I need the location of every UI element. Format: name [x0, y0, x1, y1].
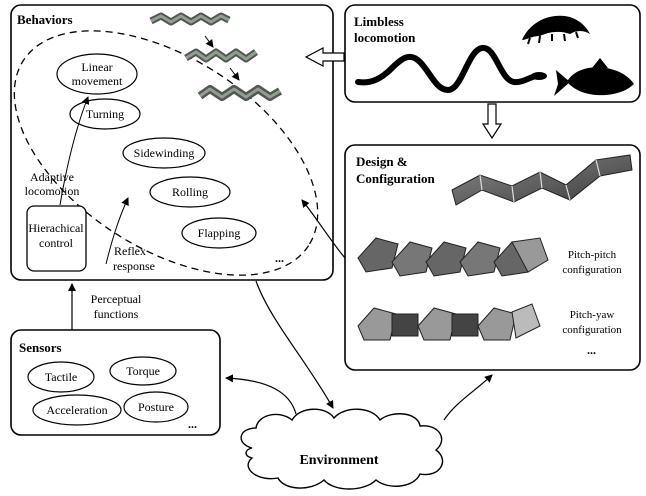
behaviors-to-environment-arrow [255, 280, 334, 409]
behaviors-title: Behaviors [17, 12, 73, 27]
reflex-arrow [105, 197, 129, 265]
behavior-flapping: Flapping [181, 217, 257, 249]
snake-robot-image-1 [149, 12, 231, 26]
sensor-acceleration: Acceleration [32, 394, 122, 426]
snake-silhouette [355, 45, 547, 94]
fish-silhouette [554, 58, 634, 96]
sensor-tactile: Tactile [27, 361, 95, 393]
sensors-title: Sensors [19, 340, 62, 355]
behavior-rolling: Rolling [149, 176, 231, 208]
control-label-line2: control [39, 236, 74, 250]
sensor-label-tactile: Tactile [45, 370, 77, 384]
snake-robot-image-3 [197, 85, 283, 101]
snake-robot-image-2 [184, 48, 259, 63]
reflex-label-line2: response [113, 259, 155, 273]
pitch-pitch-modules [357, 237, 549, 277]
snake-sequence-arrow-1 [204, 35, 214, 48]
sensors-box: Sensors Tactile Torque Acceleration Post… [10, 329, 221, 436]
perceptual-label-line2: functions [94, 307, 139, 321]
behavior-label-flapping: Flapping [198, 226, 241, 240]
sensor-label-posture: Posture [138, 400, 174, 414]
adaptive-label-line2: locomotion [25, 184, 80, 198]
snake-sequence-arrow-2 [229, 67, 240, 81]
behavior-label-turning: Turning [86, 107, 124, 121]
pitch-yaw-label-line2: configuration [562, 324, 622, 336]
pitch-yaw-label-line1: Pitch-yaw [570, 309, 615, 321]
design-configuration-box: Design & Configuration Pitch-pitch confi… [344, 144, 641, 371]
sensors-ellipsis: ... [188, 417, 197, 431]
pitch-pitch-label-line1: Pitch-pitch [568, 249, 617, 261]
behavior-turning: Turning [69, 98, 141, 130]
behaviors-dashed-group [13, 30, 319, 276]
limbless-to-behaviors-arrow [304, 47, 345, 67]
design-title-line2: Configuration [356, 171, 436, 186]
snake-robot-photo [451, 154, 633, 206]
environment-cloud: Environment [240, 408, 444, 490]
design-to-behaviors-arrow [301, 199, 346, 259]
behavior-label-linear: Linear [81, 60, 112, 74]
limbless-title-line2: locomotion [354, 30, 416, 45]
pitch-yaw-modules [357, 303, 541, 341]
limbless-locomotion-box: Limbless locomotion [344, 4, 641, 103]
adaptive-label-line1: Adaptive [30, 170, 74, 184]
behaviors-box: Behaviors Linear movement Turning Sidewi… [10, 4, 334, 281]
perceptual-label-line1: Perceptual [91, 292, 142, 306]
design-ellipsis: ... [587, 343, 596, 357]
behavior-label-sidewinding: Sidewinding [134, 146, 195, 160]
behavior-label-movement: movement [72, 74, 123, 88]
caterpillar-silhouette [522, 15, 590, 45]
sensor-label-acceleration: Acceleration [46, 403, 107, 417]
sensor-posture: Posture [123, 391, 189, 423]
pitch-pitch-label-line2: configuration [562, 264, 622, 276]
behavior-linear-movement: Linear movement [56, 53, 138, 95]
design-title-line1: Design & [356, 154, 408, 169]
hierarchical-control-box: Hierachical control [26, 205, 87, 272]
reflex-label-line1: Reflex [114, 244, 146, 258]
limbless-to-design-arrow [481, 103, 503, 140]
behavior-sidewinding: Sidewinding [122, 137, 206, 169]
behavior-label-rolling: Rolling [172, 185, 208, 199]
behaviors-ellipsis: ... [275, 251, 284, 265]
control-label-line1: Hierachical [28, 221, 84, 235]
limbless-title-line1: Limbless [354, 14, 404, 29]
environment-to-sensors-arrow [225, 374, 297, 415]
sensor-label-torque: Torque [126, 364, 160, 378]
environment-to-design-arrow [443, 374, 493, 421]
sensor-torque: Torque [109, 356, 177, 386]
environment-label: Environment [299, 453, 378, 468]
adaptive-arrow [59, 96, 90, 206]
